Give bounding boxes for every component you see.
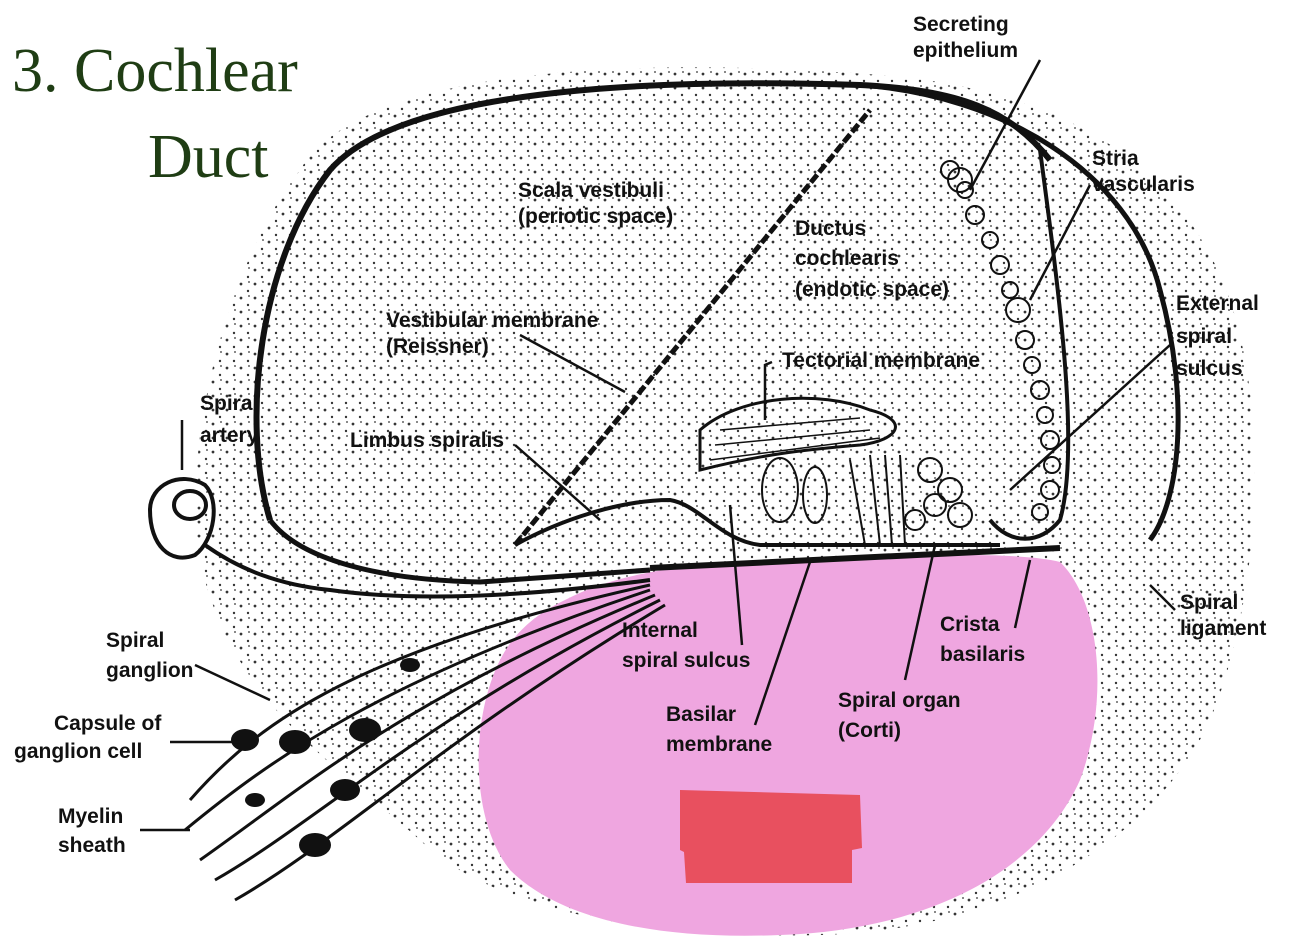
- label-stria-vascularis: Stria vascularis: [1092, 147, 1195, 197]
- label-limbus-spiralis: Limbus spiralis: [350, 429, 505, 452]
- label-secreting-epithelium: Secreting epithelium: [913, 13, 1019, 63]
- reissner-membrane: [513, 108, 872, 547]
- scala-vestibuli-outline: [253, 80, 1053, 521]
- label-spiral-organ: Spiral organ (Corti): [838, 689, 961, 743]
- label-spiral-ganglion: Spiral ganglion: [106, 629, 194, 683]
- scala-tympani-highlight: [478, 554, 1098, 936]
- label-crista-basilaris: Crista basilaris: [940, 613, 1026, 667]
- spiral-artery-shape: [147, 477, 651, 599]
- tectorial-membrane-shape: [698, 396, 897, 472]
- label-tectorial-membrane: Tectorial membrane: [782, 349, 981, 372]
- label-basilar-membrane: Basilar membrane: [666, 703, 773, 757]
- organ-of-corti-cells: [761, 454, 973, 546]
- title-line-2: Duct: [148, 123, 269, 191]
- basilar-membrane-line: [649, 545, 1061, 571]
- label-internal-spiral-sulcus: Internal spiral sulcus: [622, 619, 751, 673]
- label-myelin-sheath: Myelin sheath: [58, 805, 126, 858]
- label-ductus-cochlearis: Ductus cochlearis (endotic space): [795, 217, 950, 301]
- stria-vascularis-cells: [940, 160, 1061, 521]
- title-line-1: 3. Cochlear: [12, 37, 298, 105]
- label-spiral-ligament: Spiral ligament: [1180, 591, 1267, 641]
- label-scala-vestibuli: Scala vestibuli (periotic space): [518, 179, 674, 229]
- ganglion-cells: [231, 658, 420, 857]
- label-vestibular-membrane: Vestibular membrane (Reissner): [386, 309, 599, 359]
- label-external-spiral-sulcus: External spiral sulcus: [1176, 292, 1259, 381]
- label-capsule-of-ganglion-cell: Capsule of ganglion cell: [14, 712, 162, 764]
- leader-lines: [140, 59, 1176, 832]
- red-overlay-block: [680, 790, 862, 883]
- lateral-wall: [859, 82, 1181, 542]
- label-spiral-artery: Spiral artery: [200, 392, 259, 447]
